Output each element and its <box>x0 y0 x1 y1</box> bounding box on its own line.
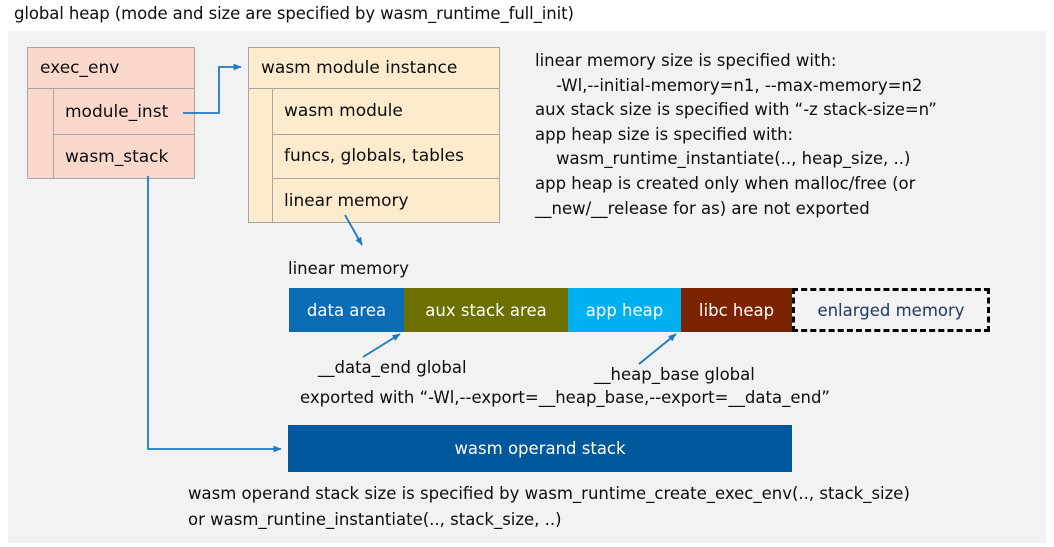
field-linear-memory: linear memory <box>273 178 499 223</box>
exec-env-body: module_inst wasm_stack <box>28 89 194 179</box>
wasm-module-instance-gutter <box>249 89 273 223</box>
exec-env-fields: module_inst wasm_stack <box>54 89 194 179</box>
exec-env-box: exec_env module_inst wasm_stack <box>27 47 195 179</box>
field-wasm-module: wasm module <box>284 101 403 122</box>
linear-memory-bar-label: linear memory <box>288 259 409 278</box>
wasm-module-instance-box: wasm module instance wasm module funcs, … <box>248 47 500 223</box>
page-title: global heap (mode and size are specified… <box>14 4 574 23</box>
note-line-6: app heap is created only when malloc/fre… <box>535 173 916 193</box>
field-funcs-globals-tables: funcs, globals, tables <box>273 133 499 179</box>
annotation-data-end: __data_end global <box>318 358 467 377</box>
note-line-1: linear memory size is specified with: <box>535 51 837 70</box>
exec-env-gutter <box>28 89 54 179</box>
segment-data-area: data area <box>289 288 404 332</box>
wasm-module-instance-fields: wasm module funcs, globals, tables linea… <box>273 89 499 223</box>
operand-stack-notes: wasm operand stack size is specified by … <box>188 481 910 533</box>
segment-enlarged-memory: enlarged memory <box>792 288 990 332</box>
segment-aux-stack-area: aux stack area <box>404 288 568 332</box>
note-line-7: __new/__release for as) are not exported <box>535 198 870 218</box>
note-line-3: aux stack size is specified with “-z sta… <box>535 100 937 120</box>
linear-memory-bar: data area aux stack area app heap libc h… <box>289 288 990 332</box>
segment-libc-heap: libc heap <box>681 288 792 332</box>
exec-env-header: exec_env <box>28 48 194 89</box>
wasm-operand-stack-box: wasm operand stack <box>288 425 792 472</box>
annotation-exported-with: exported with “-Wl,--export=__heap_base,… <box>300 388 830 407</box>
note-line-4: app heap size is specified with: <box>535 124 794 144</box>
note-line-5: wasm_runtime_instantiate(.., heap_size, … <box>535 149 911 169</box>
note-line-2: -Wl,--initial-memory=n1, --max-memory=n2 <box>535 75 923 95</box>
annotation-heap-base: __heap_base global <box>594 365 755 384</box>
wasm-module-instance-header: wasm module instance <box>249 48 499 89</box>
segment-app-heap: app heap <box>568 288 681 332</box>
bottom-note-line-1: wasm operand stack size is specified by … <box>188 484 910 503</box>
exec-env-field-module-inst: module_inst <box>65 101 169 122</box>
exec-env-field-wasm-stack: wasm_stack <box>54 134 194 179</box>
bottom-note-line-2: or wasm_runtine_instantiate(.., stack_si… <box>188 510 562 529</box>
wasm-module-instance-body: wasm module funcs, globals, tables linea… <box>249 89 499 223</box>
linear-memory-notes: linear memory size is specified with: -W… <box>535 49 1035 221</box>
